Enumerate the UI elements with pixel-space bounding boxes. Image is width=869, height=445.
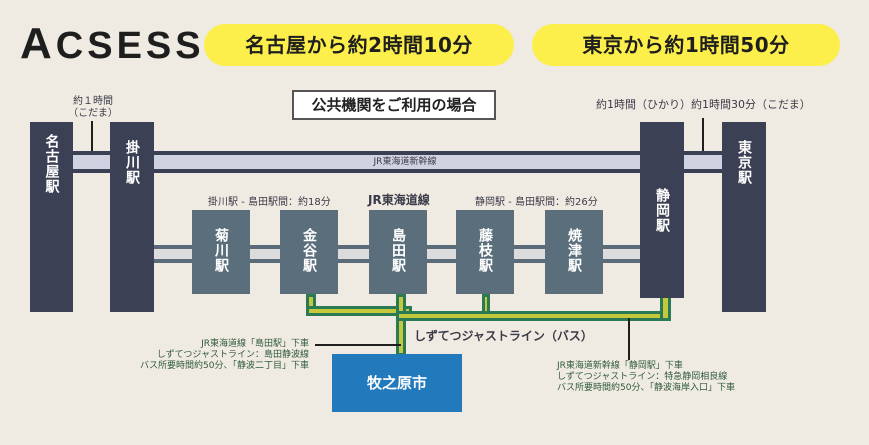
shizuoka-tokyo-note: 約1時間（ひかり）約1時間30分（こだま）	[596, 98, 811, 111]
bus-line-segment	[306, 294, 316, 310]
callout-line	[702, 118, 704, 160]
route-note-shimada: JR東海道線「島田駅」下車 しずてつジャストライン：島田静波線 バス所要時間約5…	[140, 339, 309, 372]
bus-line-segment	[482, 294, 490, 314]
kakegawa-shimada-note: 掛川駅 - 島田駅間：約18分	[208, 197, 331, 208]
station-label: 名古屋駅	[43, 134, 60, 194]
route-line: JR東海道新幹線「静岡駅」下車	[557, 361, 683, 371]
station-nagoya: 名古屋駅	[30, 122, 73, 312]
station-label: 東京駅	[736, 140, 752, 185]
station-kikugawa: 菊川駅	[192, 210, 250, 294]
route-line: しずてつジャストライン：特急静岡相良線	[557, 372, 728, 382]
station-shizuoka: 静岡駅	[640, 122, 684, 298]
tokaido-label: JR東海道線	[368, 193, 430, 207]
logo-text: CSESS	[55, 25, 205, 67]
station-kanaya: 金谷駅	[280, 210, 338, 294]
note-line: （こだま）	[68, 108, 118, 119]
station-label: 掛川駅	[124, 140, 140, 185]
route-line: バス所要時間約50分、「静波海岸入口」下車	[557, 383, 735, 393]
route-line: JR東海道線「島田駅」下車	[201, 339, 309, 349]
shinkansen-line: JR東海道新幹線	[70, 151, 740, 173]
station-tokyo: 東京駅	[722, 122, 766, 312]
station-kakegawa: 掛川駅	[110, 122, 154, 312]
callout-line	[91, 121, 93, 161]
logo: ACSESS	[20, 22, 205, 68]
station-shimada: 島田駅	[369, 210, 427, 294]
tokyo-time-badge: 東京から約1時間50分	[532, 24, 840, 66]
station-yaizu: 焼津駅	[545, 210, 603, 294]
nagoya-time-badge: 名古屋から約2時間10分	[204, 24, 514, 66]
route-line: しずてつジャストライン：島田静波線	[156, 350, 309, 360]
route-note-shizuoka: JR東海道新幹線「静岡駅」下車 しずてつジャストライン：特急静岡相良線 バス所要…	[557, 361, 735, 394]
station-fujieda: 藤枝駅	[456, 210, 514, 294]
logo-initial: A	[20, 19, 56, 68]
callout-line	[628, 318, 630, 360]
station-label: 菊川駅	[213, 228, 229, 273]
callout-line	[315, 344, 401, 346]
station-label: 島田駅	[390, 228, 406, 273]
note-line: 約１時間	[73, 96, 113, 107]
public-transport-title: 公共機関をご利用の場合	[292, 90, 496, 120]
station-label: 静岡駅	[654, 188, 670, 233]
bus-line-segment	[660, 294, 671, 321]
bus-line-segment	[396, 294, 406, 356]
station-label: 藤枝駅	[477, 228, 493, 273]
station-label: 金谷駅	[301, 228, 317, 273]
shinkansen-label: JR東海道新幹線	[70, 155, 740, 169]
route-line: バス所要時間約50分、「静波二丁目」下車	[140, 361, 309, 371]
destination-makinohara: 牧之原市	[332, 354, 462, 412]
bus-label: しずてつジャストライン（バス）	[414, 329, 593, 343]
shizuoka-shimada-note: 静岡駅 - 島田駅間：約26分	[475, 197, 598, 208]
station-label: 焼津駅	[566, 228, 582, 273]
nagoya-kakegawa-note: 約１時間 （こだま）	[68, 96, 118, 120]
